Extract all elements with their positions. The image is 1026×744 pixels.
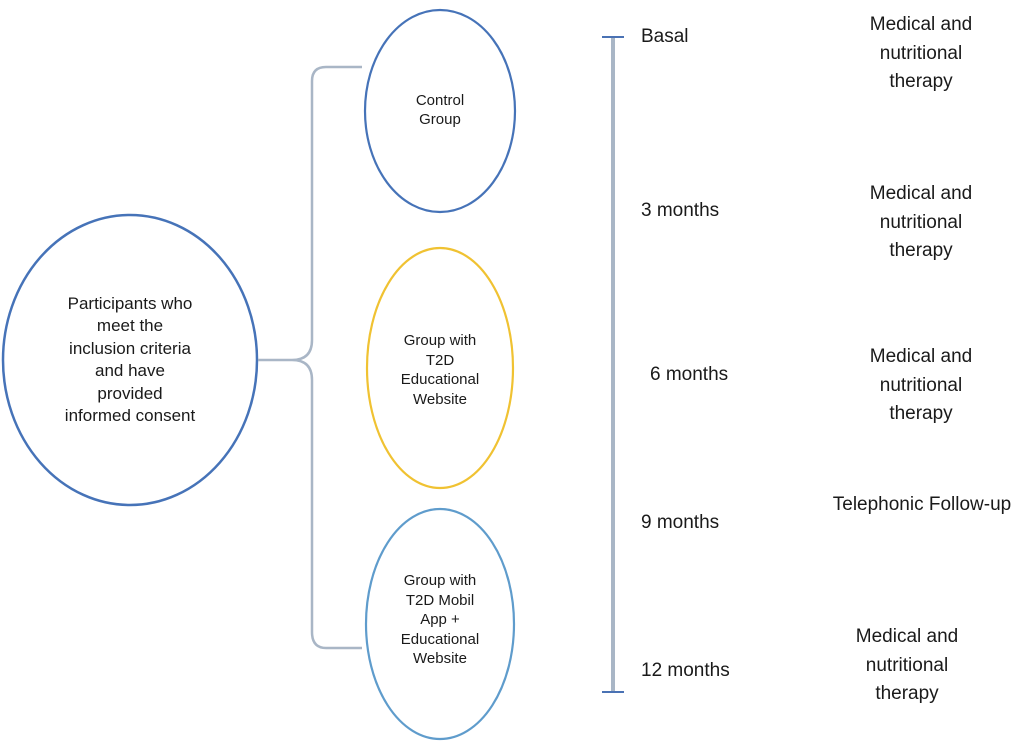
timepoint-9-months: 9 months: [641, 512, 720, 533]
timepoint-basal: Basal: [641, 26, 689, 47]
control-group-ellipse: [363, 8, 517, 214]
group-bracket: [258, 65, 362, 650]
website-group-label: Group with T2D Educational Website: [400, 332, 480, 408]
timepoint-6-months: 6 months: [650, 364, 729, 385]
timepoint-12-months: 12 months: [641, 660, 730, 681]
timepoint-3-months: 3 months: [641, 200, 720, 221]
intervention-3-months: Medical and nutritional therapy: [869, 183, 973, 261]
website-group-ellipse: [365, 246, 515, 490]
intervention-basal: Medical and nutritional therapy: [869, 14, 973, 92]
participants-label: Participants who meet the inclusion crit…: [64, 293, 196, 426]
intervention-12-months: Medical and nutritional therapy: [855, 626, 959, 704]
app-group-label: Group with T2D Mobil App + Educational W…: [400, 572, 480, 668]
intervention-6-months: Medical and nutritional therapy: [869, 346, 973, 424]
app-group-ellipse: [364, 507, 516, 741]
control-group-label: Control Group: [415, 91, 465, 129]
intervention-9-months: Telephonic Follow-up: [832, 494, 1012, 515]
participants-ellipse: [1, 213, 259, 507]
